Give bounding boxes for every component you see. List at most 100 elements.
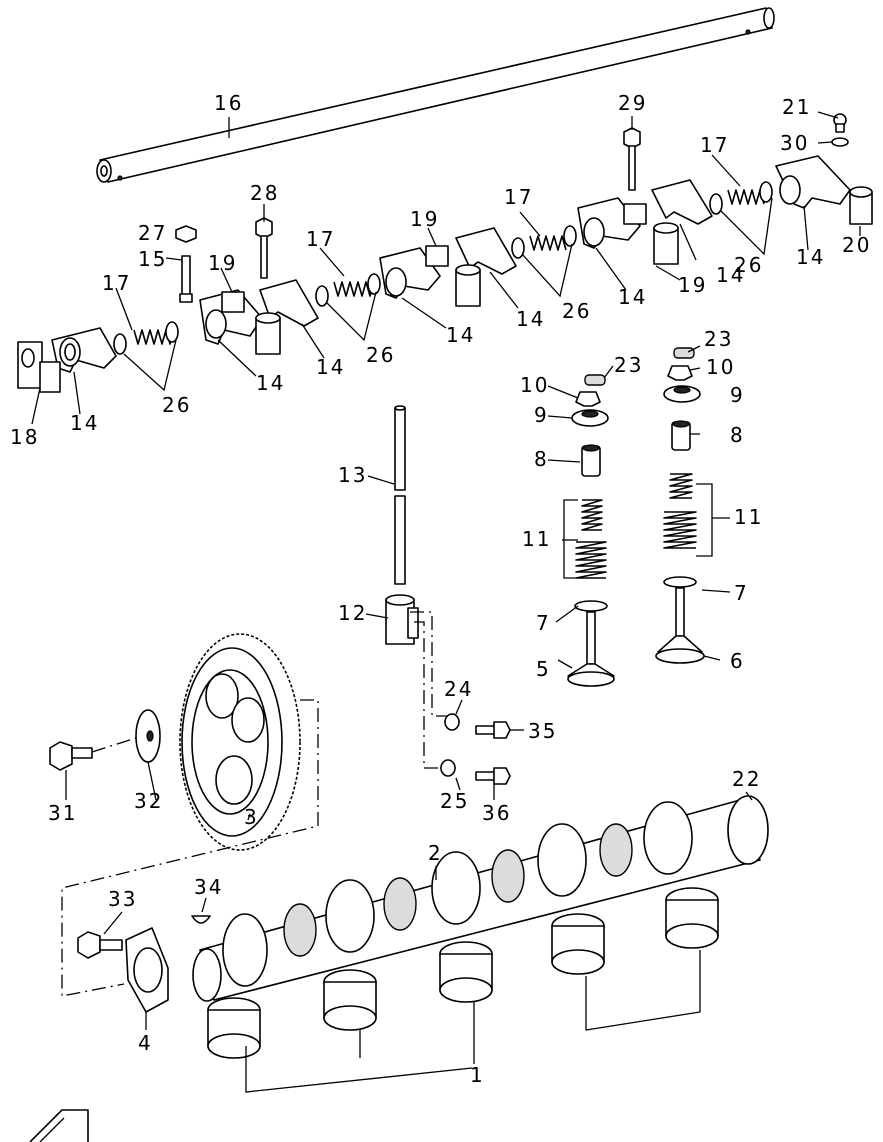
- callout-14: 14: [796, 245, 825, 269]
- callout-2: 2: [428, 841, 443, 865]
- callout-19: 19: [208, 251, 237, 275]
- callout-25: 25: [440, 789, 469, 813]
- callout-9: 9: [534, 403, 549, 427]
- callout-11: 11: [522, 527, 551, 551]
- callout-31: 31: [48, 801, 77, 825]
- rocker-bracket: [623, 203, 679, 265]
- callout-9: 9: [730, 383, 745, 407]
- seal-washer: [440, 713, 460, 777]
- push-rod: [394, 405, 406, 585]
- callout-29: 29: [618, 91, 647, 115]
- camshaft-bushing: [323, 969, 377, 1031]
- rocker-spring: [511, 225, 577, 259]
- callout-1: 1: [470, 1063, 485, 1087]
- valve-collet: [575, 391, 601, 407]
- rocker-bracket: [221, 291, 281, 355]
- rocker-spring: [709, 181, 773, 215]
- callout-8: 8: [534, 447, 549, 471]
- spacer-washer: [113, 321, 179, 355]
- valve-spring-outer: [575, 541, 607, 579]
- rocker-arm: [51, 327, 117, 373]
- spring-seat: [663, 576, 697, 588]
- exhaust-valve: [655, 587, 705, 664]
- valve-cotter: [673, 347, 695, 359]
- callout-6: 6: [730, 649, 745, 673]
- callout-3: 3: [244, 805, 259, 829]
- callout-13: 13: [338, 463, 367, 487]
- callout-26: 26: [366, 343, 395, 367]
- thrust-washer: [135, 709, 161, 763]
- callout-10: 10: [520, 373, 549, 397]
- callout-12: 12: [338, 601, 367, 625]
- callout-labels: 16 29 21 30 17 28 27 15 19 17 19 17 17 2…: [10, 91, 871, 1087]
- stud-bolt: [179, 255, 193, 303]
- spring-seat: [574, 600, 608, 612]
- callout-34: 34: [194, 875, 223, 899]
- callout-14: 14: [716, 263, 745, 287]
- callout-14: 14: [446, 323, 475, 347]
- callout-7: 7: [536, 611, 551, 635]
- callout-11: 11: [734, 505, 763, 529]
- camshaft-bushing: [207, 997, 261, 1059]
- valve-tappet: [385, 594, 419, 645]
- callout-17: 17: [504, 185, 533, 209]
- callout-24: 24: [444, 677, 473, 701]
- callout-4: 4: [138, 1031, 153, 1055]
- rocker-spring: [315, 273, 381, 307]
- callout-10: 10: [706, 355, 735, 379]
- callout-14: 14: [516, 307, 545, 331]
- bracket-bolt: [623, 127, 641, 191]
- gear-bolt: [49, 741, 93, 771]
- callout-36: 36: [482, 801, 511, 825]
- oil-bolt: [475, 721, 511, 739]
- rocker-arm: [199, 289, 263, 345]
- callout-15: 15: [138, 247, 167, 271]
- camshaft-bushing: [439, 941, 493, 1003]
- callout-26: 26: [562, 299, 591, 323]
- valve-stem-seal: [671, 420, 691, 451]
- assembly-lines: [61, 611, 448, 997]
- front-direction-icon: [29, 1109, 89, 1142]
- rocker-arm: [775, 155, 851, 209]
- callout-14: 14: [256, 371, 285, 395]
- camshaft-bushing: [551, 913, 605, 975]
- spring-retainer: [663, 385, 701, 403]
- callout-5: 5: [536, 657, 551, 681]
- rocker-bracket: [425, 245, 481, 307]
- plain-washer: [831, 137, 849, 147]
- rocker-bracket-front: [17, 341, 61, 393]
- callout-28: 28: [250, 181, 279, 205]
- bracket-bolt: [255, 217, 273, 279]
- callout-23: 23: [614, 353, 643, 377]
- callout-8: 8: [730, 423, 745, 447]
- callout-14: 14: [316, 355, 345, 379]
- callout-17: 17: [700, 133, 729, 157]
- rocker-arm: [379, 247, 441, 299]
- rocker-arm: [651, 179, 713, 225]
- callout-23: 23: [704, 327, 733, 351]
- callout-17: 17: [102, 271, 131, 295]
- callout-16: 16: [214, 91, 243, 115]
- camshaft: [192, 795, 769, 1002]
- callout-21: 21: [782, 95, 811, 119]
- callout-22: 22: [732, 767, 761, 791]
- callout-14: 14: [70, 411, 99, 435]
- valve-spring-inner: [669, 473, 693, 499]
- thrust-plate-bolt: [77, 931, 123, 959]
- callout-19: 19: [410, 207, 439, 231]
- valve-cotter: [584, 374, 606, 386]
- callout-30: 30: [780, 131, 809, 155]
- valve-collet: [667, 365, 693, 381]
- spring-retainer: [571, 409, 609, 427]
- callout-27: 27: [138, 221, 167, 245]
- oil-bolt: [475, 767, 511, 785]
- valve-spring-outer: [663, 511, 697, 549]
- rocker-shaft: [96, 7, 775, 183]
- callout-35: 35: [528, 719, 557, 743]
- intake-valve: [567, 611, 615, 687]
- callout-20: 20: [842, 233, 871, 257]
- valve-spring-inner: [581, 499, 603, 531]
- hex-nut: [175, 225, 197, 243]
- valve-stem-seal: [581, 444, 601, 477]
